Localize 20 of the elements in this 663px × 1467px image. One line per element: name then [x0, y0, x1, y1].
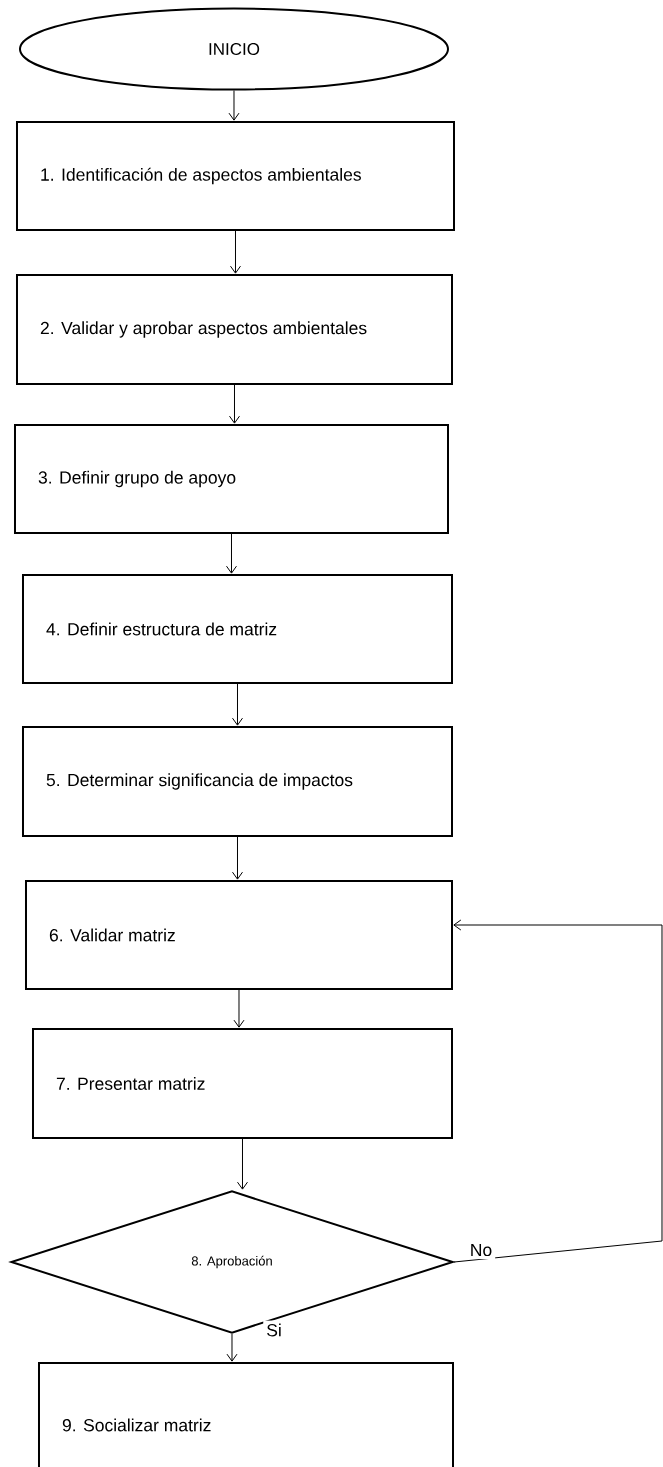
arrow — [237, 1138, 248, 1190]
process-box: 6. Validar matriz — [25, 880, 453, 990]
process-box: 1. Identificación de aspectos ambientales — [16, 121, 455, 231]
process-box: 5. Determinar significancia de impactos — [22, 726, 453, 837]
process-box: 9. Socializar matriz — [38, 1362, 454, 1467]
edge-label: Si — [263, 1320, 285, 1340]
arrow — [230, 230, 241, 274]
process-box: 4. Definir estructura de matriz — [22, 574, 453, 684]
arrow — [232, 836, 243, 880]
arrow — [226, 1333, 238, 1362]
arrow — [453, 919, 663, 1263]
arrow — [233, 989, 245, 1028]
edge-label: No — [466, 1240, 496, 1260]
arrow — [226, 533, 237, 574]
process-box: 3. Definir grupo de apoyo — [14, 424, 449, 534]
arrow — [232, 683, 243, 726]
arrow — [229, 384, 240, 424]
process-box: 7. Presentar matriz — [32, 1028, 453, 1139]
process-box: 2. Validar y aprobar aspectos ambientales — [16, 274, 453, 385]
arrow — [228, 90, 240, 121]
